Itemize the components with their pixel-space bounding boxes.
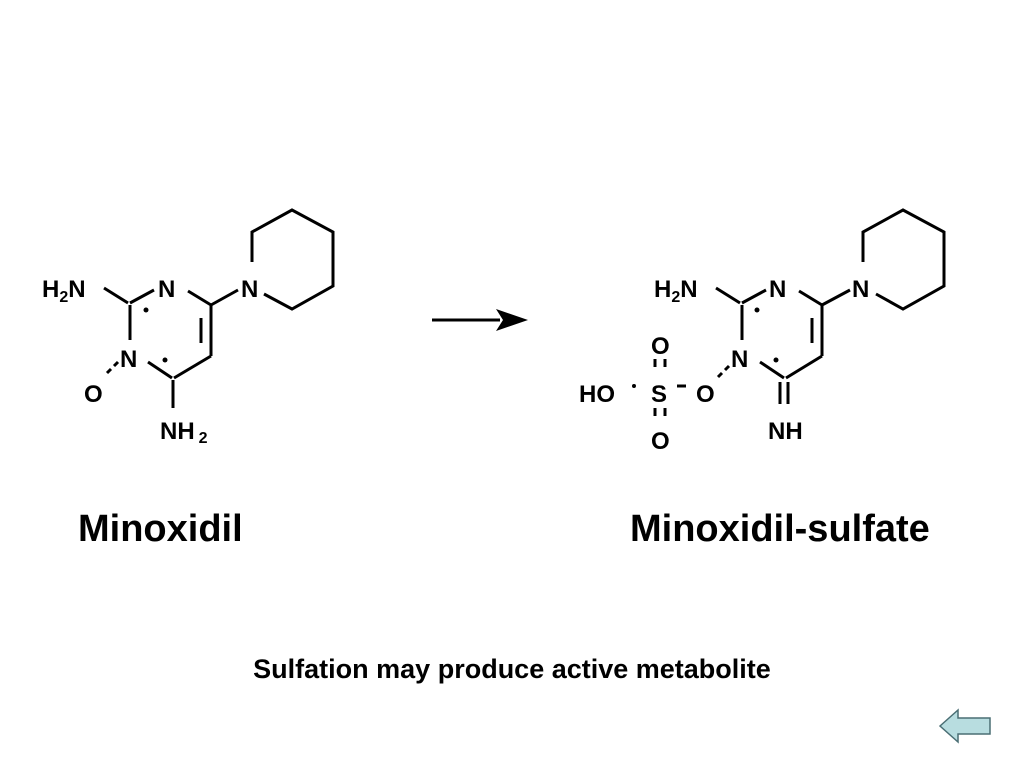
- ring-n-right: N: [731, 346, 748, 373]
- imine-nh: NH: [768, 418, 803, 445]
- left-arrow-icon: [938, 708, 991, 744]
- piperidine-n-right: N: [852, 276, 869, 303]
- n-oxide-bond-left: [105, 360, 120, 375]
- ring-n-top-left: N: [158, 276, 175, 303]
- piperidine-n-left: N: [241, 276, 258, 303]
- n-o-bond-right: [716, 364, 731, 379]
- bonds-right: [715, 286, 851, 404]
- piperidine-ring-right: [861, 208, 946, 311]
- oxide-o-left: O: [84, 381, 103, 408]
- reaction-arrow: [432, 309, 528, 331]
- sulfur-atom: S: [651, 381, 667, 408]
- ring-n-top-right: N: [769, 276, 786, 303]
- amine-nh2-right: H2N: [654, 276, 698, 306]
- reactant-name: Minoxidil: [78, 508, 243, 550]
- ester-o: O: [696, 381, 715, 408]
- sulfonyl-o-bottom: O: [651, 428, 670, 455]
- piperidine-ring-left: [250, 208, 335, 311]
- back-button[interactable]: [938, 706, 994, 746]
- sulfonyl-o-top: O: [651, 333, 670, 360]
- ring-n-oxide-left: N: [120, 346, 137, 373]
- hydroxyl-group: HO: [579, 381, 615, 408]
- slide-caption: Sulfation may produce active metabolite: [253, 654, 771, 684]
- bonds-left: [103, 286, 239, 408]
- sulfate-bonds: [632, 359, 686, 416]
- amine-nh2-left: H2N: [42, 276, 86, 306]
- minoxidil-sulfate-structure: H2N N N N O S O O HO NH: [579, 208, 946, 455]
- product-name: Minoxidil-sulfate: [630, 508, 930, 550]
